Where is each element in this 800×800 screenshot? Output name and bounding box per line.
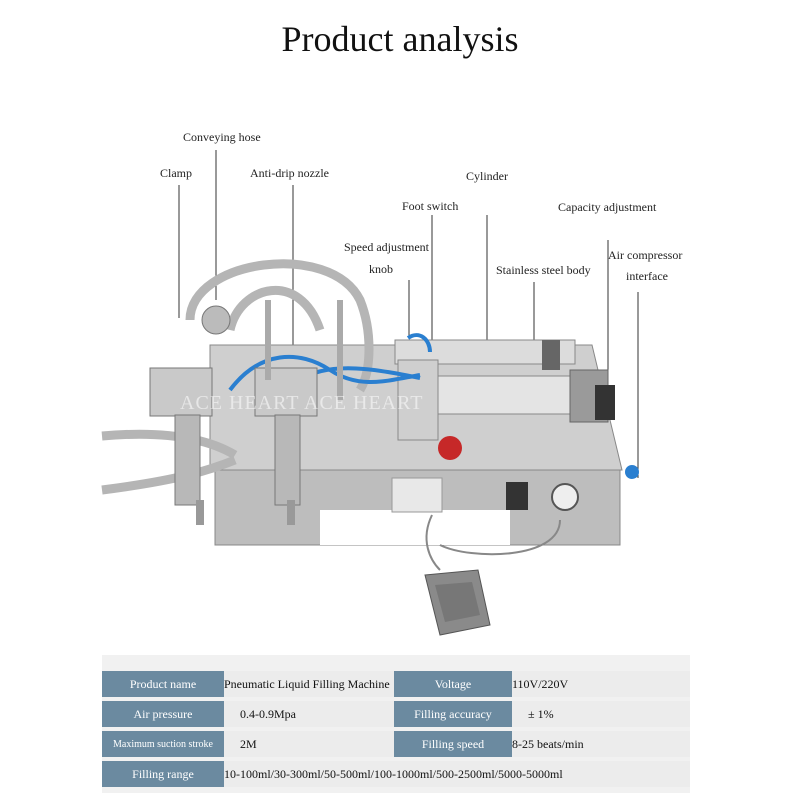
pressure-gauge-icon: [551, 483, 579, 511]
label-air-compressor: Air compressor: [608, 248, 683, 262]
spec-value: 10-100ml/30-300ml/50-500ml/100-1000ml/50…: [224, 761, 690, 787]
spec-value: ± 1%: [512, 701, 690, 727]
spec-value: Pneumatic Liquid Filling Machine: [224, 671, 394, 697]
label-foot-switch: Foot switch: [402, 199, 459, 213]
speed-knob-icon: [506, 482, 528, 510]
table-row: Maximum suction stroke 2M Filling speed …: [102, 731, 690, 757]
label-speed-adjustment: Speed adjustment: [344, 240, 429, 254]
spec-key: Maximum suction stroke: [102, 731, 224, 757]
foot-switch: [424, 514, 561, 636]
spec-value: 110V/220V: [512, 671, 690, 697]
table-row: Filling range 10-100ml/30-300ml/50-500ml…: [102, 761, 690, 787]
watermark: ACE HEART ACE HEART: [180, 392, 424, 414]
nozzle-heads: [149, 300, 343, 525]
filling-machine-illustration: [101, 150, 639, 636]
table-row: Product name Pneumatic Liquid Filling Ma…: [102, 671, 690, 697]
table-row: Air pressure 0.4-0.9Mpa Filling accuracy…: [102, 701, 690, 727]
spec-key: Product name: [102, 671, 224, 697]
page-title: Product analysis: [281, 19, 519, 59]
spec-value: 0.4-0.9Mpa: [224, 701, 394, 727]
spec-key: Filling accuracy: [394, 701, 512, 727]
spec-table: Product name Pneumatic Liquid Filling Ma…: [102, 667, 690, 791]
air-interface-icon: [625, 465, 639, 479]
stop-button-icon: [438, 436, 462, 460]
label-speed-adjustment-knob: knob: [369, 262, 393, 276]
label-clamp: Clamp: [160, 166, 192, 180]
label-air-compressor-interface: interface: [626, 269, 668, 283]
spec-value: 2M: [224, 731, 394, 757]
spec-value: 8-25 beats/min: [512, 731, 690, 757]
label-conveying-hose: Conveying hose: [183, 130, 261, 144]
label-stainless-steel-body: Stainless steel body: [496, 263, 591, 277]
spec-key: Voltage: [394, 671, 512, 697]
label-anti-drip-nozzle: Anti-drip nozzle: [250, 166, 329, 180]
spec-key: Filling range: [102, 761, 224, 787]
label-capacity-adjustment: Capacity adjustment: [558, 200, 657, 214]
cylinder-assembly: [394, 339, 615, 441]
label-cylinder: Cylinder: [466, 169, 508, 183]
spec-key: Filling speed: [394, 731, 512, 757]
spec-key: Air pressure: [102, 701, 224, 727]
